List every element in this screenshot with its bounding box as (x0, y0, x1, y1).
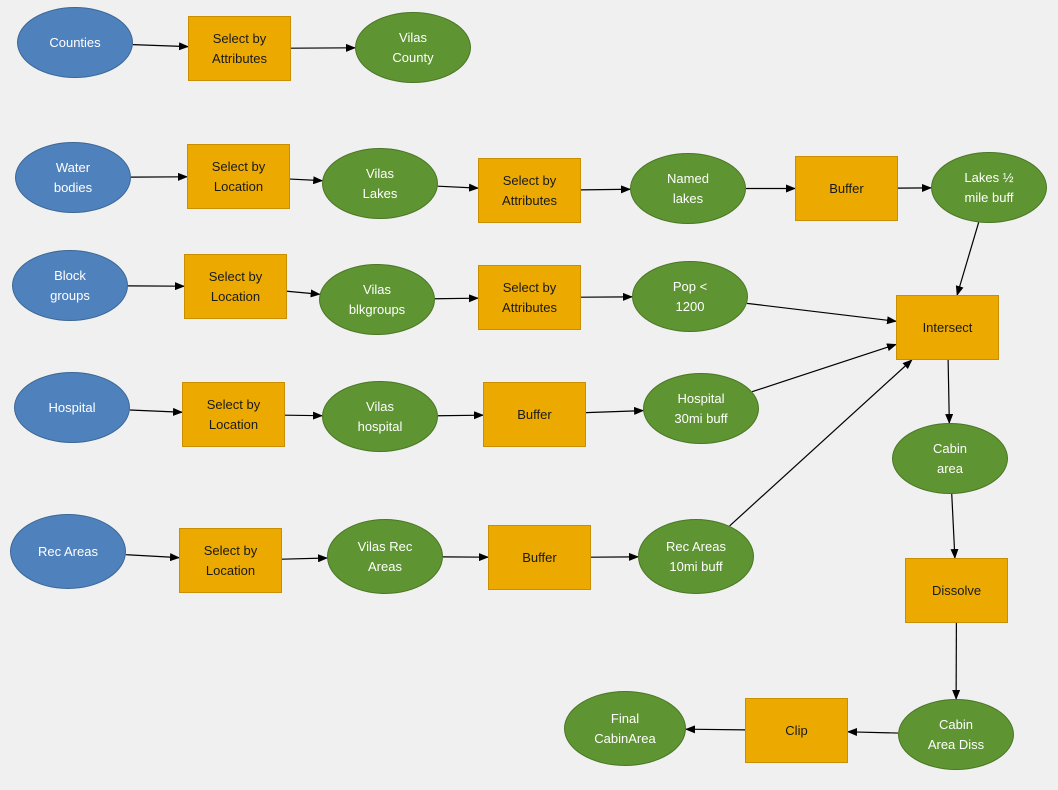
connector-arrow-vilas_lakes-to-sba2 (437, 183, 479, 192)
node-label: Cabin area (933, 440, 967, 476)
tool-node-select-by-attributes[interactable]: Select by Attributes (478, 158, 581, 223)
connector-arrow-sbl4-to-vilas_rec (281, 554, 329, 563)
node-label: Counties (49, 34, 101, 50)
connector-arrow-intersect-to-cabin_area (945, 359, 954, 425)
connector-arrow-cabin_area-to-dissolve (950, 493, 959, 559)
input-node-water-bodies[interactable]: Water bodies (15, 142, 131, 213)
output-node-rec-areas-10mi-buff[interactable]: Rec Areas 10mi buff (638, 519, 754, 594)
node-label: Final CabinArea (594, 710, 656, 746)
tool-node-buffer[interactable]: Buffer (483, 382, 586, 447)
output-node-cabin-area[interactable]: Cabin area (892, 423, 1008, 494)
tool-node-buffer[interactable]: Buffer (795, 156, 898, 221)
input-node-rec-areas[interactable]: Rec Areas (10, 514, 126, 589)
node-label: Buffer (829, 180, 864, 196)
node-label: Water bodies (53, 159, 93, 195)
input-node-block-groups[interactable]: Block groups (12, 250, 128, 321)
output-node-vilas-blkgroups[interactable]: Vilas blkgroups (319, 264, 435, 335)
connector-arrow-pop-to-intersect (746, 302, 897, 325)
connector-arrow-clip-to-final (684, 725, 746, 734)
node-label: Select by Location (211, 158, 266, 194)
input-node-counties[interactable]: Counties (17, 7, 133, 78)
connector-arrow-rec_buff-to-intersect (729, 359, 913, 527)
node-label: Hospital 30mi buff (674, 390, 728, 426)
connector-arrow-lakes_buff-to-intersect (955, 222, 980, 296)
tool-node-select-by-location[interactable]: Select by Location (182, 382, 285, 447)
connector-arrow-hospital-to-sbl3 (129, 407, 183, 416)
connector-arrow-hosp_buff-to-intersect (751, 343, 897, 393)
node-label: Cabin Area Diss (927, 716, 985, 752)
node-label: Select by Attributes (502, 172, 557, 208)
node-label: Vilas blkgroups (348, 281, 406, 317)
node-label: Select by Attributes (502, 279, 557, 315)
node-label: Vilas hospital (357, 398, 403, 434)
node-label: Select by Location (203, 542, 258, 578)
connector-arrow-rec-to-sbl4 (125, 553, 180, 562)
node-label: Vilas Rec Areas (357, 538, 413, 574)
tool-node-select-by-location[interactable]: Select by Location (187, 144, 290, 209)
connector-arrow-sbl1-to-vilas_lakes (289, 176, 324, 185)
connector-arrow-counties-to-sba1 (132, 42, 189, 51)
tool-node-intersect[interactable]: Intersect (896, 295, 999, 360)
tool-node-select-by-location[interactable]: Select by Location (179, 528, 282, 593)
output-node-vilas-lakes[interactable]: Vilas Lakes (322, 148, 438, 219)
node-label: Vilas Lakes (362, 165, 398, 201)
output-node-cabin-area-diss[interactable]: Cabin Area Diss (898, 699, 1014, 770)
output-node-pop-under-1200[interactable]: Pop < 1200 (632, 261, 748, 332)
tool-node-dissolve[interactable]: Dissolve (905, 558, 1008, 623)
output-node-final-cabin-area[interactable]: Final CabinArea (564, 691, 686, 766)
node-label: Select by Location (206, 396, 261, 432)
tool-node-select-by-attributes[interactable]: Select by Attributes (478, 265, 581, 330)
node-label: Select by Location (208, 268, 263, 304)
node-label: Lakes ½ mile buff (964, 169, 1014, 205)
connector-arrow-cabin_diss-to-clip (847, 728, 899, 737)
node-label: Named lakes (667, 170, 709, 206)
node-label: Pop < 1200 (672, 278, 708, 314)
node-label: Rec Areas 10mi buff (666, 538, 726, 574)
node-label: Block groups (50, 267, 90, 303)
node-label: Vilas County (392, 29, 434, 65)
tool-node-clip[interactable]: Clip (745, 698, 848, 763)
output-node-vilas-hospital[interactable]: Vilas hospital (322, 381, 438, 452)
node-label: Clip (785, 722, 808, 738)
connector-arrow-sba2-to-named_lakes (580, 185, 632, 194)
connector-arrow-vilas_hosp-to-buf2 (437, 411, 484, 420)
connector-arrow-sbl3-to-vilas_hosp (284, 411, 324, 420)
output-node-vilas-rec-areas[interactable]: Vilas Rec Areas (327, 519, 443, 594)
node-label: Buffer (517, 406, 552, 422)
connector-arrow-buf2-to-hosp_buff (585, 406, 645, 415)
output-node-vilas-county[interactable]: Vilas County (355, 12, 471, 83)
node-label: Hospital (48, 399, 96, 415)
node-label: Buffer (522, 549, 557, 565)
node-label: Dissolve (931, 582, 982, 598)
output-node-lakes-half-mile-buff[interactable]: Lakes ½ mile buff (931, 152, 1047, 223)
connector-arrow-sbl2-to-vilas_blk (286, 289, 321, 298)
tool-node-select-by-attributes[interactable]: Select by Attributes (188, 16, 291, 81)
input-node-hospital[interactable]: Hospital (14, 372, 130, 443)
tool-node-select-by-location[interactable]: Select by Location (184, 254, 287, 319)
output-node-named-lakes[interactable]: Named lakes (630, 153, 746, 224)
tool-node-buffer[interactable]: Buffer (488, 525, 591, 590)
connector-arrow-vilas_blk-to-sba3 (434, 294, 479, 303)
output-node-hospital-30mi-buff[interactable]: Hospital 30mi buff (643, 373, 759, 444)
node-label: Rec Areas (38, 543, 98, 559)
node-label: Select by Attributes (212, 30, 267, 66)
node-label: Intersect (922, 319, 973, 335)
